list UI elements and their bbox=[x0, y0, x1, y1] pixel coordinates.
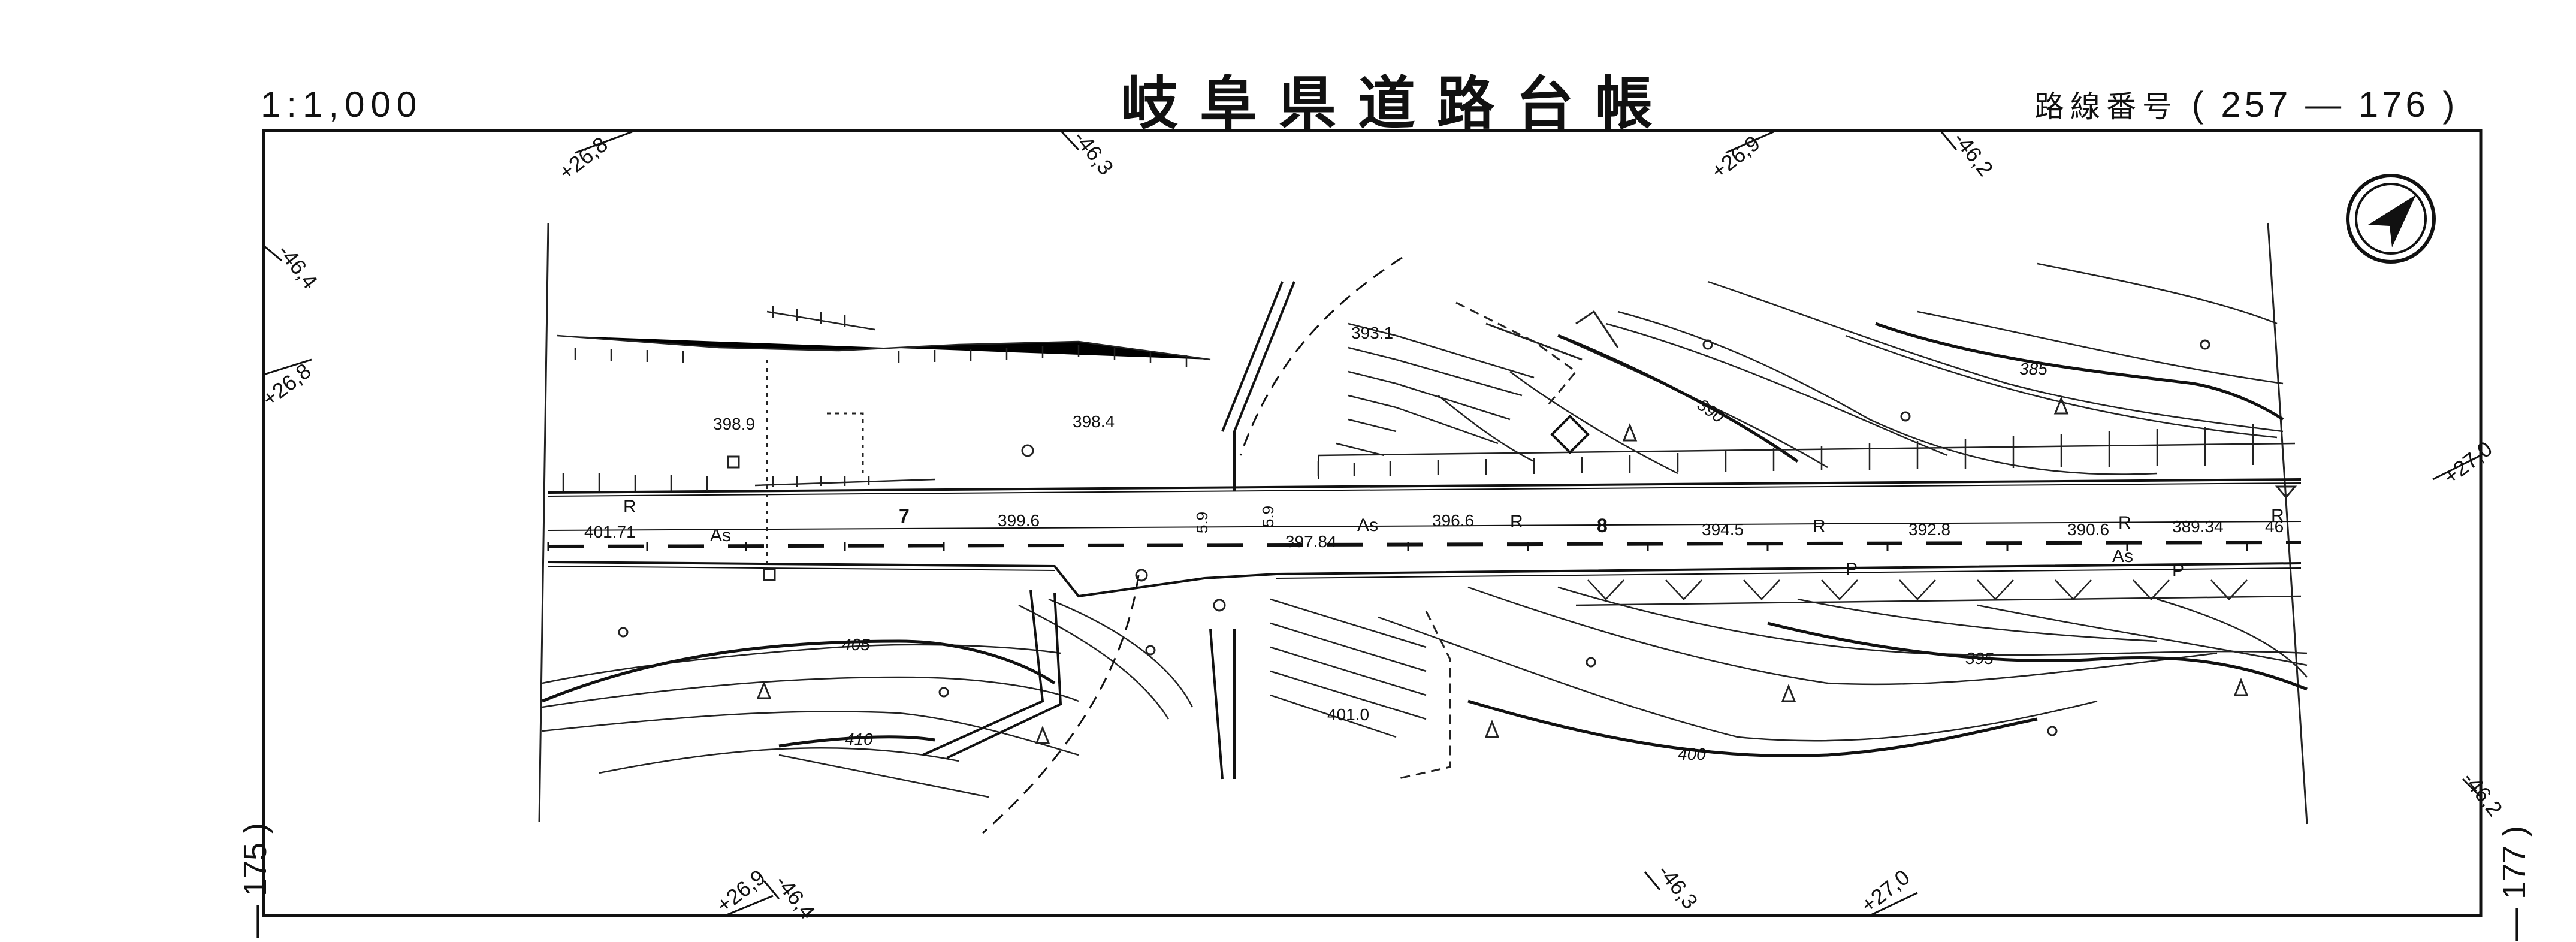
contour-395-line bbox=[1767, 621, 2308, 691]
cross-ditch bbox=[922, 256, 1403, 834]
elevation-point: 394.5 bbox=[1702, 520, 1744, 539]
map-scale: 1:1,000 bbox=[261, 84, 423, 125]
elevation-point: 46 bbox=[2265, 517, 2284, 536]
route-number-value: ( 257 — 176 ) bbox=[2191, 84, 2459, 125]
grid-tick: +26,8 bbox=[554, 132, 612, 185]
grid-tick: -46,2 bbox=[2458, 767, 2508, 821]
elevation-point: 401.71 bbox=[584, 523, 636, 541]
grid-tick: +27,0 bbox=[2439, 436, 2497, 489]
grid-tick: -46,2 bbox=[1949, 127, 1998, 181]
contour-410-line bbox=[778, 735, 935, 748]
building-symbol bbox=[1550, 415, 1590, 454]
surface-asphalt: As bbox=[2112, 547, 2133, 566]
grid-tick: -46,3 bbox=[1069, 126, 1119, 180]
slope-triangles bbox=[1575, 579, 2302, 606]
map-title: 岐阜県道路台帳 bbox=[1121, 70, 1674, 137]
grid-tick: -46,4 bbox=[273, 240, 323, 294]
elevation-point: 389.34 bbox=[2172, 517, 2224, 536]
elevation-point: 390.6 bbox=[2067, 520, 2109, 539]
station-labels: 7 8 bbox=[899, 505, 1608, 536]
road-edge-ticks bbox=[547, 542, 2248, 551]
road-width: 5.9 bbox=[1193, 512, 1211, 533]
contour-400-line bbox=[1467, 699, 2038, 757]
elevation-point: 397.84 bbox=[1285, 532, 1337, 551]
contour-label: 395 bbox=[1965, 649, 1994, 668]
contour-385-line bbox=[1875, 322, 2284, 421]
surface-symbols: As As As R R R R R P P bbox=[623, 497, 2284, 581]
elevation-point: 401.0 bbox=[1327, 705, 1369, 724]
elevation-point: 393.1 bbox=[1351, 324, 1393, 342]
grid-tick: -46,3 bbox=[1653, 860, 1703, 914]
contour-labels: 385 390 395 400 405 410 bbox=[842, 360, 2047, 763]
grid-tick: +26,8 bbox=[258, 358, 316, 411]
retaining-wall: R bbox=[623, 497, 636, 517]
route-number-label: 路線番号 bbox=[2034, 90, 2178, 123]
surface-asphalt: As bbox=[710, 526, 731, 545]
pole-symbol: P bbox=[2172, 561, 2184, 581]
slope-hatch-patches bbox=[766, 306, 1535, 738]
width-labels: 5.9 5.9 bbox=[1193, 506, 1277, 533]
retaining-wall: R bbox=[1510, 512, 1523, 532]
parcel-lines bbox=[766, 301, 1619, 780]
contour-390-line bbox=[1557, 334, 1799, 463]
contour-label: 385 bbox=[2019, 360, 2047, 378]
road-centerline bbox=[548, 541, 2302, 548]
station-number: 8 bbox=[1597, 515, 1608, 536]
elevation-point: 396.6 bbox=[1432, 511, 1474, 530]
pole-symbol: P bbox=[1846, 560, 1858, 579]
map-frame bbox=[262, 129, 2483, 917]
surface-asphalt: As bbox=[1357, 515, 1378, 535]
strip-border bbox=[538, 222, 2308, 825]
elevation-labels: 398.9 398.4 393.1 401.71 399.6 397.84 39… bbox=[584, 324, 2284, 724]
road-width: 5.9 bbox=[1259, 506, 1277, 527]
north-arrow-icon bbox=[2346, 174, 2436, 264]
contours-north bbox=[1438, 262, 2284, 475]
map-symbols bbox=[618, 339, 2297, 744]
retaining-wall: R bbox=[2271, 506, 2284, 526]
elevation-point: 399.6 bbox=[998, 511, 1040, 530]
elevation-point: 398.9 bbox=[713, 415, 755, 433]
elevation-point: 392.8 bbox=[1908, 520, 1950, 539]
elevation-point: 398.4 bbox=[1073, 412, 1115, 431]
station-number: 7 bbox=[899, 505, 910, 527]
contour-label: 410 bbox=[845, 730, 873, 748]
contour-label: 400 bbox=[1678, 745, 1706, 763]
route-number: 路線番号 ( 257 — 176 ) bbox=[2034, 83, 2459, 126]
retaining-wall: R bbox=[2118, 513, 2131, 533]
contour-label: 405 bbox=[842, 635, 870, 654]
grid-tick: +27,0 bbox=[1856, 865, 1914, 917]
road-body bbox=[548, 455, 2302, 598]
slope-hatch-north bbox=[557, 334, 2296, 491]
retaining-wall: R bbox=[1813, 517, 1826, 536]
grid-tick: +26,9 bbox=[1707, 131, 1765, 183]
contours-south bbox=[542, 586, 2308, 798]
contour-405-line bbox=[542, 639, 1056, 703]
